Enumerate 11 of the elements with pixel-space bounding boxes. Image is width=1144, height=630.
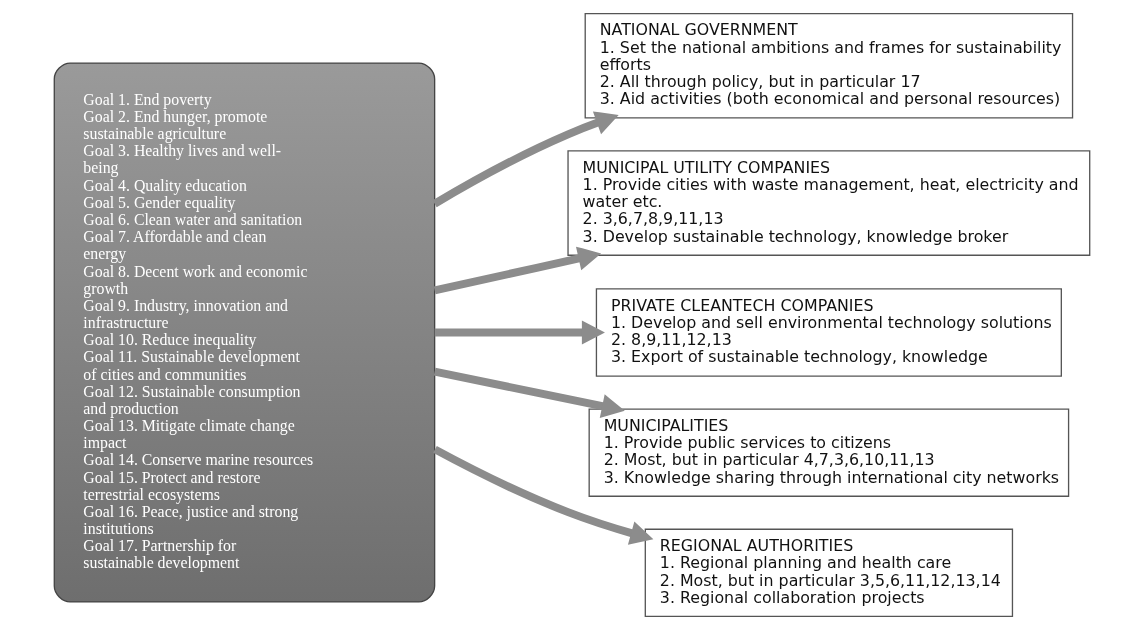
node-box: MUNICIPALITIES 1. Provide public services to citizens 2. Most, but in particular 4,7,3,6,10,11,13 3. Knowledge sharing through international city networks: [588, 408, 1070, 497]
arrow: [433, 367, 625, 418]
node-box: NATIONAL GOVERNMENT 1. Set the national ambitions and frames for sustainability efforts 2. All through policy, but in particular 17 3. Aid activities (both economical and personal resources): [584, 12, 1074, 119]
node-box: Goal 1. End poverty Goal 2. End hunger, promote sustainable agriculture Goal 3. Healthy lives and well-being Goal 4. Quality education Goal 5. Gender equality Goal 6. Clean water and sanitation Goal 7. Affordable and clean energy Goal 8. Decent work and economic growth Goal 9. Industry, innovation and infrastructure Goal 10. Reduce inequality Goal 11. Sustainable development of cities and communities Goal 12. Sustainable consumption and production Goal 13. Mitigate climate change impact Goal 14. Conserve marine resources Goal 15. Protect and restore terrestrial ecosystems Goal 16. Peace, justice and strong institutions Goal 17. Partnership for sustainable development: [53, 62, 436, 603]
arrow: [432, 111, 619, 208]
arrow: [433, 246, 602, 295]
node-box: MUNICIPAL UTILITY COMPANIES 1. Provide cities with waste management, heat, electricity and water etc. 2. 3,6,7,8,9,11,13 3. Develop sustainable technology, knowledge broker: [567, 150, 1091, 256]
node-box: PRIVATE CLEANTECH COMPANIES 1. Develop and sell environmental technology solutions 2. 8,9,11,12,13 3. Export of sustainable technology, knowledge: [595, 288, 1062, 377]
arrow: [433, 445, 654, 545]
node-box: REGIONAL AUTHORITIES 1. Regional planning and health care 2. Most, but in particular 3,5,6,11,12,13,14 3. Regional collaboration projects: [644, 528, 1014, 618]
arrow: [434, 320, 605, 345]
